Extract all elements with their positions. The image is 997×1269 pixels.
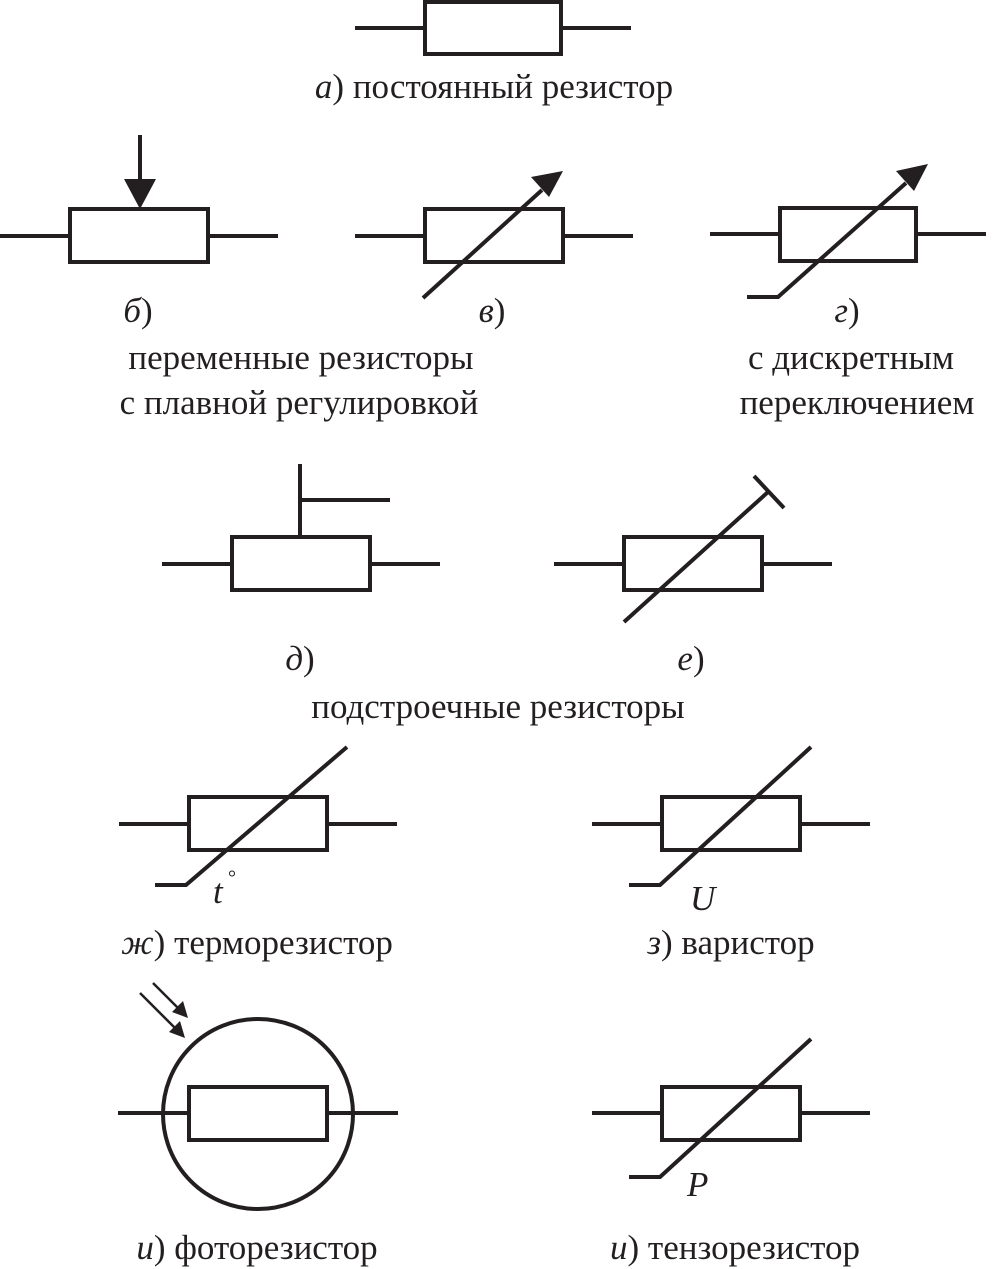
thermistor-t-mark: t: [213, 872, 224, 911]
discrete-caption-line2: переключением: [740, 383, 975, 422]
trimmer-caption: подстроечные резисторы: [311, 687, 684, 726]
discrete-resistor-g-letter: г: [834, 291, 848, 330]
trimmer-e-letter: е: [677, 639, 693, 678]
variable-resistor-arrow-symbol: [355, 171, 633, 300]
discrete-resistor-g-caption: г): [834, 291, 859, 330]
variable-caption-line2: с плавной регулировкой: [120, 383, 479, 422]
photoresistor-paren: ): [154, 1228, 166, 1267]
trimmer-d-caption: д): [285, 639, 314, 678]
fixed-resistor-caption: а) постоянный резистор: [315, 67, 673, 106]
varistor-caption: з) варистор: [646, 923, 814, 962]
strain-gauge-paren: ): [628, 1228, 640, 1267]
photoresistor-letter: и: [136, 1228, 154, 1267]
photoresistor-label: фоторезистор: [165, 1228, 377, 1267]
fixed-resistor-symbol: [355, 0, 631, 56]
variable-resistor-b-caption: б): [123, 291, 152, 330]
variable-resistor-b-paren: ): [141, 291, 153, 330]
variable-resistor-v-paren: ): [494, 291, 506, 330]
photoresistor-symbol: [118, 982, 398, 1211]
variable-resistor-b-letter: б: [123, 291, 142, 330]
fixed-resistor-label: постоянный резистор: [344, 67, 673, 106]
strain-gauge-letter: и: [610, 1228, 628, 1267]
trimmer-resistor-tbar-symbol: [554, 474, 832, 624]
strain-gauge-label: тензорезистор: [639, 1228, 860, 1267]
thermistor-degree-mark: °: [228, 867, 236, 889]
discrete-caption-line1: с дискретным: [748, 338, 954, 377]
thermistor-letter: ж: [121, 923, 154, 962]
trimmer-d-paren: ): [303, 639, 315, 678]
varistor-letter: з: [646, 923, 661, 962]
variable-caption-line1: переменные резисторы: [128, 338, 473, 377]
strain-gauge-p-mark: P: [686, 1165, 708, 1204]
variable-resistor-v-caption: в): [479, 291, 506, 330]
variable-resistor-v-letter: в: [479, 291, 494, 330]
variable-resistor-slider-symbol: [0, 135, 278, 264]
trimmer-resistor-slider-symbol: [162, 464, 440, 592]
discrete-switch-resistor-symbol: [710, 164, 986, 299]
trimmer-e-caption: е): [677, 639, 704, 678]
varistor-u-mark: U: [690, 879, 718, 918]
thermistor-paren: ): [154, 923, 166, 962]
fixed-resistor-paren: ): [332, 67, 344, 106]
thermistor-caption: ж) терморезистор: [121, 923, 393, 962]
thermistor-symbol: [119, 745, 397, 887]
discrete-resistor-g-paren: ): [848, 291, 860, 330]
photoresistor-caption: и) фоторезистор: [136, 1228, 377, 1267]
varistor-symbol: [592, 745, 870, 887]
trimmer-d-letter: д: [285, 639, 303, 678]
fixed-resistor-letter: а: [315, 67, 333, 106]
strain-gauge-caption: и) тензорезистор: [610, 1228, 860, 1267]
varistor-label: варистор: [673, 923, 815, 962]
trimmer-e-paren: ): [693, 639, 705, 678]
varistor-paren: ): [661, 923, 673, 962]
thermistor-label: терморезистор: [165, 923, 393, 962]
strain-gauge-symbol: [592, 1037, 870, 1179]
